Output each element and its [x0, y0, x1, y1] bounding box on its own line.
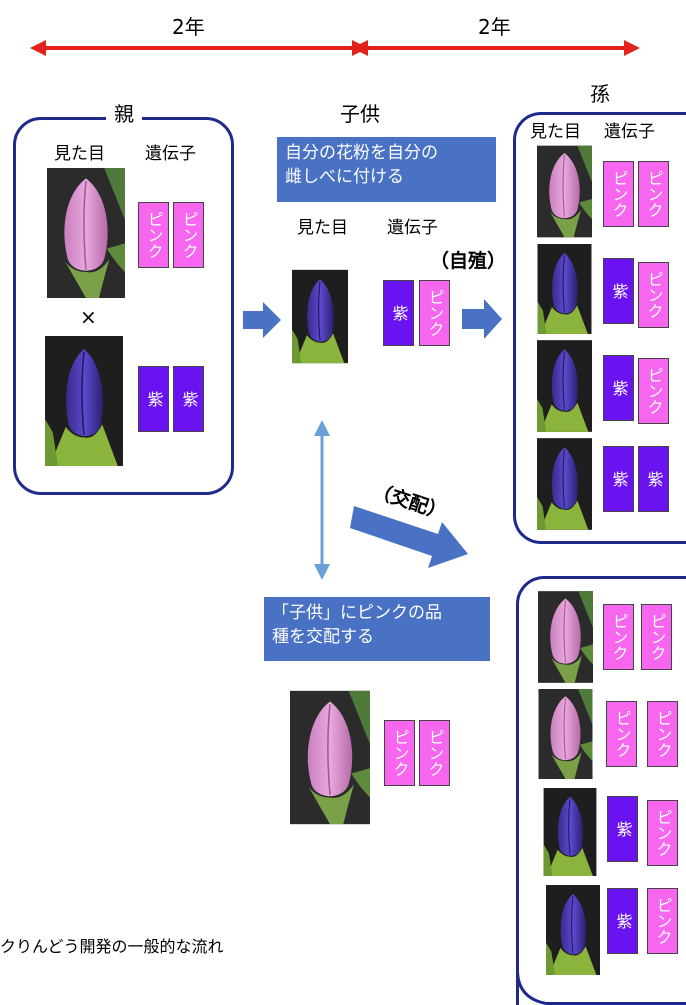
grandchild-cross-gene-4b: ピンク	[647, 888, 678, 954]
parent-gene-3: 紫	[138, 366, 169, 432]
arrow-child-to-grandchild	[462, 299, 502, 339]
grandchild-cross-gene-3a: 紫	[607, 796, 638, 862]
parent-gene-4: 紫	[173, 366, 204, 432]
child-gene-label: 遺伝子	[387, 218, 438, 238]
grandchild-self-gene-4a: 紫	[603, 446, 634, 512]
parent-gene-label: 遺伝子	[145, 144, 196, 164]
cross-pink-flower	[290, 690, 370, 825]
grandchild-self-gene-3a: 紫	[603, 355, 634, 421]
timeline-right-label: 2年	[478, 15, 511, 39]
cross-symbol: ×	[80, 305, 97, 329]
arrow-parent-to-child	[243, 302, 281, 338]
grandchild-self-gene-2a: 紫	[603, 258, 634, 324]
grandchild-cross-gene-2a: ピンク	[606, 701, 637, 767]
grandchild-self-gene-1a: ピンク	[603, 161, 634, 227]
grandchild-self-panel	[513, 112, 686, 544]
parent-title: 親	[106, 98, 142, 127]
child-gene-2: ピンク	[419, 280, 450, 346]
cross-panel-bottom-edge	[516, 950, 686, 1005]
grandchild-self-flower-1	[537, 145, 592, 238]
grandchild-self-flower-2	[537, 244, 592, 334]
grandchild-cross-flower-2	[538, 689, 593, 779]
grandchild-cross-gene-2b: ピンク	[647, 701, 678, 767]
child-note: 自分の花粉を自分の 雌しべに付ける	[277, 137, 496, 202]
cross-gene-2: ピンク	[419, 720, 450, 786]
cross-gene-1: ピンク	[384, 720, 415, 786]
self-pollination-label: （自殖）	[430, 250, 507, 272]
grandchild-cross-gene-1a: ピンク	[603, 604, 634, 670]
grandchild-cross-flower-1	[538, 591, 593, 683]
grandchild-cross-gene-3b: ピンク	[647, 800, 678, 866]
child-title: 子供	[340, 102, 380, 126]
parent-purple-flower	[44, 336, 124, 466]
timeline-arrow	[30, 40, 640, 56]
grandchild-cross-panel	[516, 576, 686, 1005]
child-flower	[292, 250, 348, 383]
cross-note: 「子供」にピンクの品 種を交配する	[264, 597, 490, 661]
grandchild-self-flower-4	[537, 437, 592, 531]
grandchild-cross-gene-1b: ピンク	[641, 604, 672, 670]
parent-gene-1: ピンク	[138, 202, 169, 268]
cross-note-line-2: 種を交配する	[272, 627, 374, 647]
grandchild-gene-label: 遺伝子	[604, 122, 655, 142]
child-note-line-2: 雌しべに付ける	[285, 167, 404, 187]
child-gene-1: 紫	[383, 280, 414, 346]
grandchild-self-flower-3	[537, 340, 592, 432]
grandchild-appearance-label: 見た目	[530, 122, 581, 142]
grandchild-title: 孫	[584, 78, 616, 107]
vertical-double-arrow	[314, 420, 330, 580]
arrow-cross	[350, 506, 468, 568]
grandchild-cross-flower-4	[545, 885, 601, 975]
child-note-line-1: 自分の花粉を自分の	[285, 143, 438, 163]
parent-gene-2: ピンク	[173, 202, 204, 268]
grandchild-self-gene-1b: ピンク	[638, 161, 669, 227]
parent-pink-flower	[46, 168, 126, 298]
grandchild-cross-flower-3	[541, 788, 599, 876]
figure-caption: クりんどう開発の一般的な流れ	[0, 937, 224, 956]
timeline-left-label: 2年	[172, 15, 205, 39]
grandchild-self-gene-2b: ピンク	[638, 262, 669, 328]
grandchild-self-gene-4b: 紫	[638, 446, 669, 512]
cross-note-line-1: 「子供」にピンクの品	[272, 603, 442, 623]
child-appearance-label: 見た目	[297, 218, 348, 238]
parent-appearance-label: 見た目	[54, 144, 105, 164]
grandchild-cross-gene-4a: 紫	[607, 888, 638, 954]
grandchild-self-gene-3b: ピンク	[638, 358, 669, 424]
